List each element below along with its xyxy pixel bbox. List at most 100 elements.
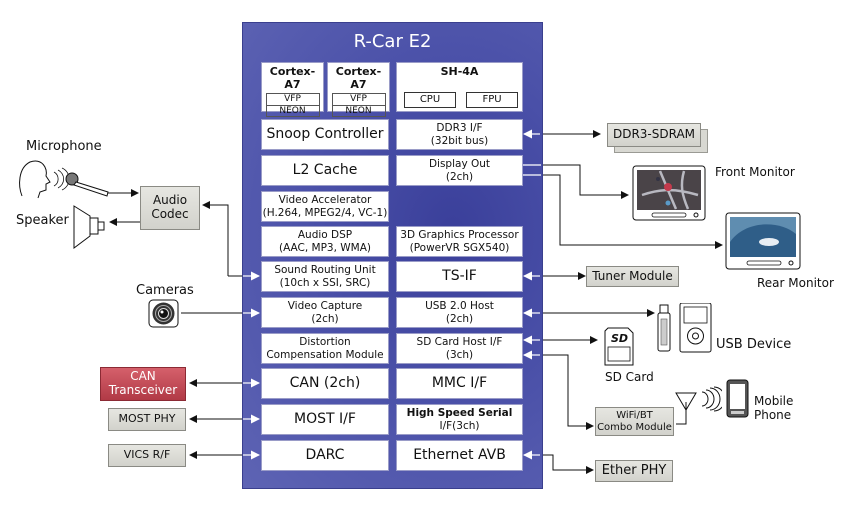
l2-cache-block: L2 Cache bbox=[261, 155, 389, 186]
snoop-controller-block: Snoop Controller bbox=[261, 119, 389, 150]
video-capture-block: Video Capture (2ch) bbox=[261, 297, 389, 328]
block-label: USB 2.0 Host bbox=[425, 300, 494, 313]
display-out-block: Display Out (2ch) bbox=[396, 155, 523, 186]
video-accelerator-block: Video Accelerator (H.264, MPEG2/4, VC-1) bbox=[261, 191, 389, 222]
block-label: Video Capture bbox=[287, 300, 363, 313]
block-label: TS-IF bbox=[442, 268, 477, 285]
block-label: SD Card Host I/F bbox=[416, 336, 503, 349]
most-phy-box: MOST PHY bbox=[108, 408, 186, 431]
codec-label-line2: Codec bbox=[151, 207, 189, 221]
wifi-bt-combo-box: WiFi/BT Combo Module bbox=[595, 407, 674, 436]
block-sublabel: (10ch x SSI, SRC) bbox=[279, 276, 371, 289]
vfp-unit: VFP bbox=[265, 93, 320, 106]
rear-monitor-line bbox=[541, 174, 723, 249]
can-transceiver-box: CAN Transceiver bbox=[100, 367, 186, 401]
block-label: Audio DSP bbox=[297, 229, 353, 242]
vfp-unit: VFP bbox=[331, 93, 386, 106]
vics-rf-box: VICS R/F bbox=[108, 444, 186, 467]
sd-logo: SD bbox=[611, 332, 628, 345]
can-label-line1: CAN bbox=[130, 369, 156, 384]
sound-routing-unit-block: Sound Routing Unit (10ch x SSI, SRC) bbox=[261, 261, 389, 292]
microphone-icon bbox=[19, 160, 109, 199]
ddr3-sdram-box: DDR3-SDRAM bbox=[607, 123, 701, 147]
audio-codec-box: Audio Codec bbox=[140, 186, 200, 230]
ether-phy-box: Ether PHY bbox=[595, 460, 673, 482]
wireless-signal-icon bbox=[701, 386, 722, 412]
mobile-label-line2: Phone bbox=[754, 407, 792, 422]
fpu-unit: FPU bbox=[466, 92, 518, 108]
wifi-label-line2: Combo Module bbox=[597, 421, 672, 433]
block-label: CAN (2ch) bbox=[289, 375, 361, 392]
usb-host-block: USB 2.0 Host (2ch) bbox=[396, 297, 523, 328]
block-sublabel: (2ch) bbox=[311, 312, 339, 325]
ether-phy-label: Ether PHY bbox=[601, 462, 667, 478]
vics-label: VICS R/F bbox=[123, 448, 171, 462]
can-label-line2: Transceiver bbox=[108, 383, 178, 397]
codec-sru-line bbox=[202, 201, 229, 276]
rear-monitor-icon bbox=[725, 212, 801, 270]
wifi-label-line1: WiFi/BT bbox=[616, 410, 653, 421]
block-sublabel: (H.264, MPEG2/4, VC-1) bbox=[262, 206, 388, 219]
cortex-a7-core-2: Cortex-A7 VFP NEON bbox=[327, 62, 390, 117]
block-sublabel: (2ch) bbox=[445, 312, 474, 325]
front-monitor-line bbox=[541, 164, 629, 199]
mobile-phone-icon bbox=[726, 379, 749, 418]
sd-card-icon: SD bbox=[604, 327, 634, 366]
cortex-a7-core-1: Cortex-A7 VFP NEON bbox=[261, 62, 324, 117]
distortion-compensation-block: Distortion Compensation Module bbox=[261, 333, 389, 364]
most-if-block: MOST I/F bbox=[261, 404, 389, 435]
block-label: Ethernet AVB bbox=[413, 447, 506, 464]
cpu-unit: CPU bbox=[404, 92, 456, 108]
core-label: SH-4A bbox=[440, 65, 479, 78]
sd-card-label: SD Card bbox=[605, 370, 654, 384]
block-label: MMC I/F bbox=[431, 375, 488, 392]
block-label: MOST I/F bbox=[294, 411, 356, 428]
mmc-if-block: MMC I/F bbox=[396, 368, 523, 399]
audio-dsp-block: Audio DSP (AAC, MP3, WMA) bbox=[261, 226, 389, 257]
mobile-label-line1: Mobile bbox=[754, 394, 794, 408]
block-label: High Speed Serial bbox=[406, 407, 513, 420]
core-label: Cortex-A7 bbox=[269, 65, 316, 91]
neon-unit: NEON bbox=[331, 105, 386, 117]
darc-block: DARC bbox=[261, 440, 389, 471]
sh-4a-core: SH-4A CPU FPU bbox=[396, 62, 523, 112]
block-label: Display Out bbox=[428, 158, 491, 171]
rear-monitor-label: Rear Monitor bbox=[757, 276, 834, 290]
neon-unit: NEON bbox=[265, 105, 320, 117]
block-sublabel: (32bit bus) bbox=[430, 134, 489, 147]
block-sublabel: I/F(3ch) bbox=[439, 419, 480, 432]
usb-device-label: USB Device bbox=[716, 337, 792, 352]
high-speed-serial-block: High Speed Serial I/F(3ch) bbox=[396, 404, 523, 435]
chip-title: R-Car E2 bbox=[353, 31, 432, 52]
block-label: Video Accelerator bbox=[278, 194, 372, 207]
ethernet-avb-block: Ethernet AVB bbox=[396, 440, 523, 471]
tuner-module-box: Tuner Module bbox=[586, 266, 679, 287]
microphone-label: Microphone bbox=[26, 139, 102, 154]
speaker-icon bbox=[73, 205, 105, 249]
block-label: 3D Graphics Processor bbox=[400, 229, 519, 242]
block-label: DARC bbox=[305, 447, 345, 464]
ddr3-label: DDR3-SDRAM bbox=[612, 127, 696, 142]
front-monitor-label: Front Monitor bbox=[715, 165, 795, 179]
front-monitor-icon bbox=[632, 165, 706, 221]
3d-graphics-block: 3D Graphics Processor (PowerVR SGX540) bbox=[396, 226, 523, 257]
speaker-label: Speaker bbox=[16, 213, 69, 228]
block-label: Snoop Controller bbox=[266, 126, 384, 143]
block-sublabel: Compensation Module bbox=[266, 348, 384, 361]
block-sublabel: (PowerVR SGX540) bbox=[409, 241, 510, 254]
ether-line bbox=[541, 454, 594, 474]
most-phy-label: MOST PHY bbox=[118, 412, 176, 426]
sd-card-host-block: SD Card Host I/F (3ch) bbox=[396, 333, 523, 364]
usb-device-icon bbox=[657, 303, 712, 353]
block-sublabel: (AAC, MP3, WMA) bbox=[278, 241, 372, 254]
core-label: Cortex-A7 bbox=[335, 65, 382, 91]
block-label: Sound Routing Unit bbox=[274, 264, 376, 277]
ts-if-block: TS-IF bbox=[396, 261, 523, 292]
block-label: DDR3 I/F bbox=[436, 122, 483, 135]
block-label: Distortion bbox=[299, 336, 351, 349]
codec-label-line1: Audio bbox=[152, 193, 188, 208]
cameras-label: Cameras bbox=[136, 283, 194, 298]
tuner-label: Tuner Module bbox=[592, 268, 673, 283]
ddr3-if-block: DDR3 I/F (32bit bus) bbox=[396, 119, 523, 150]
